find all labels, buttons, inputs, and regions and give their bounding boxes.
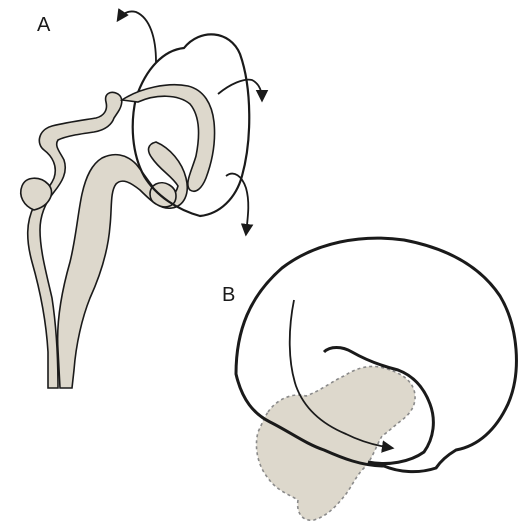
panel-a-arrow-top-left — [118, 11, 156, 62]
panel-b — [236, 238, 516, 520]
panel-b-basal-region — [256, 366, 415, 520]
panel-a-arrow-right — [218, 80, 262, 100]
panel-a-vesicle-bulb — [21, 178, 52, 210]
panel-a-arrow-bottom — [226, 174, 248, 234]
panel-b-label: B — [222, 284, 235, 307]
panel-a — [21, 11, 262, 388]
panel-a-label: A — [37, 14, 50, 37]
panel-a-brainstem — [58, 142, 188, 388]
